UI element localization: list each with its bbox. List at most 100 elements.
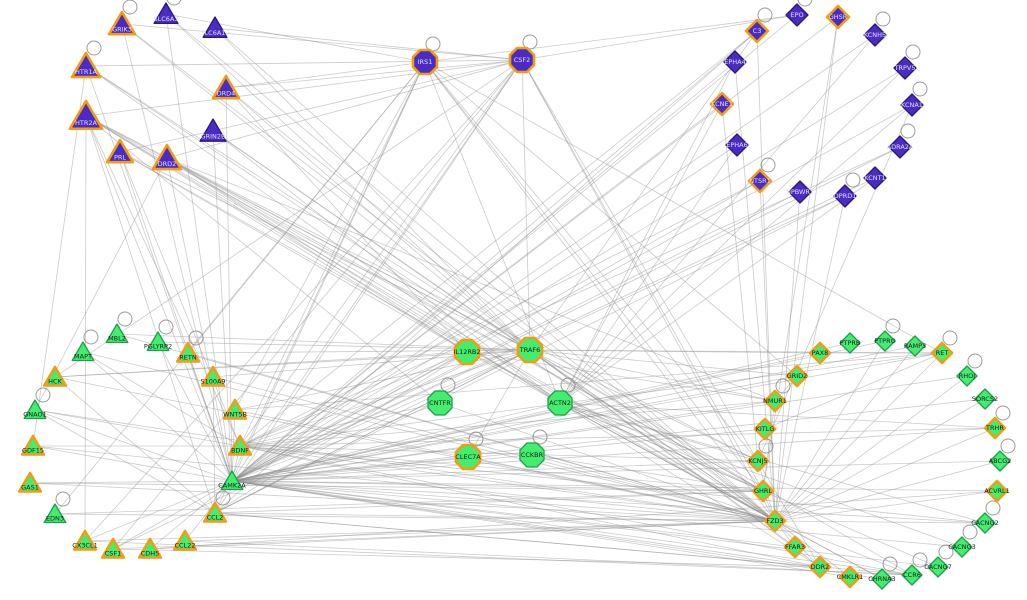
self-loop-CSF2 [522,34,538,50]
edge-MBL2-FZD3 [116,333,776,522]
edge-CSF2-CAMK2A [231,59,523,482]
edge-CAMK2A-RET [231,352,943,482]
node-TRHR[interactable]: TRHR [983,416,1007,440]
edge-IRS1-GRID2 [424,61,798,377]
node-GRIK3[interactable]: GRIK3 [107,10,137,36]
self-loop-PTPRO [885,318,901,334]
node-shape-oct [454,443,482,471]
node-IL12RB2[interactable]: IL12RB2 [454,338,481,366]
edge-CNTFR-BDNF [239,402,441,447]
node-EDN3[interactable]: EDN3 [43,503,67,524]
edge-NPBWR1-CAMK2A [231,191,801,482]
node-GNAO1[interactable]: GNAO1 [23,399,47,420]
self-loop-GRIK3 [122,0,138,15]
node-shape-tri [175,341,201,363]
node-CSF2[interactable]: CSF2 [508,46,536,74]
node-DRD2[interactable]: DRD2 [151,143,183,171]
node-KCNT1[interactable]: KCNT1 [863,166,887,190]
node-shape-dia [900,93,924,117]
node-shape-dia [838,565,862,589]
edge-NTSR1-CAMK2A [231,180,761,482]
edge-FZD3-RET [774,352,943,522]
node-shape-dia [904,335,926,357]
node-KCNA1[interactable]: KCNA1 [900,93,924,117]
node-shape-tri [202,501,228,523]
node-ACTN2[interactable]: ACTN2 [547,390,573,416]
node-RHOJ[interactable]: RHOJ [956,365,978,387]
edge-CCL2-FZD3 [214,512,776,522]
node-shape-dia [930,341,954,365]
edge-GNAO1-CAMK2A [34,409,233,482]
edge-GRIN2B-FZD3 [212,130,776,522]
edge-C3-BDNF [239,30,758,447]
node-CCKBR[interactable]: CCKBR [519,442,545,468]
edge-GRIN2B-CAMK2A [212,130,233,482]
node-GHRL[interactable]: GHRL [751,479,775,503]
node-shape-oct [427,390,453,416]
node-MBL2[interactable]: MBL2 [105,323,129,344]
node-shape-dia [808,555,832,579]
edge-TRAF6-GRID2 [529,349,798,377]
edge-RETN-CAMK2A [187,352,233,482]
edge-TRPV5-CAMK2A [231,67,906,482]
node-KCNJ5[interactable]: KCNJ5 [746,449,770,473]
node-shape-dia [788,180,812,204]
node-SLC6A12[interactable]: SLC6A12 [200,16,230,38]
edge-CSF2-CX3CL1 [84,59,523,542]
node-CACNG7[interactable]: CACNG7 [924,556,952,578]
edge-GAS1-CAMK2A [29,480,233,484]
node-TRAF6[interactable]: TRAF6 [516,336,544,364]
edge-layer [29,13,1001,580]
node-shape-tri [100,537,126,559]
edge-TRAF6-PAX8 [529,349,821,354]
node-GRIN2B[interactable]: GRIN2B [199,118,227,142]
edge-MAPT-CAMK2A [82,351,233,482]
node-shape-dia [956,365,978,387]
edge-ADRA2A-CAMK2A [231,146,901,482]
edge-HCK-FZD3 [54,376,776,522]
node-GAS1[interactable]: GAS1 [17,471,43,493]
edge-CCL22-CCR6 [184,540,913,576]
node-EPHA6[interactable]: EPHA6 [725,133,749,157]
node-GHSR[interactable]: GHSR [825,4,851,30]
node-NPBWR1[interactable]: NPBWR1 [786,180,814,204]
node-CACNG2[interactable]: CACNG2 [971,512,999,534]
node-shape-dia [746,449,770,473]
self-loop-EDN3 [55,491,71,507]
node-MAPT[interactable]: MAPT [71,341,95,362]
edge-PRL-CSF2 [119,59,523,153]
edge-C3-TRAF6 [529,30,758,351]
node-HTR1A[interactable]: HTR1A [70,51,102,79]
edge-FZD3-ACVRL1 [774,490,998,522]
node-CNTFR[interactable]: CNTFR [427,390,453,416]
node-ACVRL1[interactable]: ACVRL1 [984,479,1010,503]
node-GDF15[interactable]: GDF15 [20,434,46,456]
node-C3[interactable]: C3 [744,18,770,44]
edge-HCK-CCL2 [54,376,216,514]
node-shape-dia [863,166,887,190]
node-CCL22[interactable]: CCL22 [172,529,198,551]
node-shape-tri [137,537,163,559]
node-CLEC7A[interactable]: CLEC7A [454,443,482,471]
node-EPO[interactable]: EPO [785,3,809,27]
node-SLC6A3[interactable]: SLC6A3 [153,2,179,25]
node-NTSR1[interactable]: NTSR1 [747,168,773,194]
node-EPHA4[interactable]: EPHA4 [723,50,747,74]
node-KCNH5[interactable]: KCNH5 [863,23,887,47]
node-ABCG2[interactable]: ABCG2 [989,450,1012,472]
edge-FZD3-RHOJ [774,375,968,522]
edge-HTR2A-FZD3 [85,115,776,522]
node-IRS1[interactable]: IRS1 [411,48,439,76]
edge-KCNE1-ACTN2 [559,103,723,404]
edge-WNT5B-TRAF6 [234,349,531,411]
edge-TRAF6-BDNF [239,349,531,447]
node-shape-tri [172,529,198,551]
node-SORCS2[interactable]: SORCS2 [972,388,998,410]
node-PGLYRP2[interactable]: PGLYRP2 [144,331,172,352]
node-CCR6[interactable]: CCR6 [901,564,923,586]
edge-TRPV5-ACTN2 [559,67,906,404]
node-CX3CL1[interactable]: CX3CL1 [72,529,98,551]
edge-CAMK2A-SORCS2 [231,398,986,482]
node-PTPRO[interactable]: PTPRO [874,330,896,352]
